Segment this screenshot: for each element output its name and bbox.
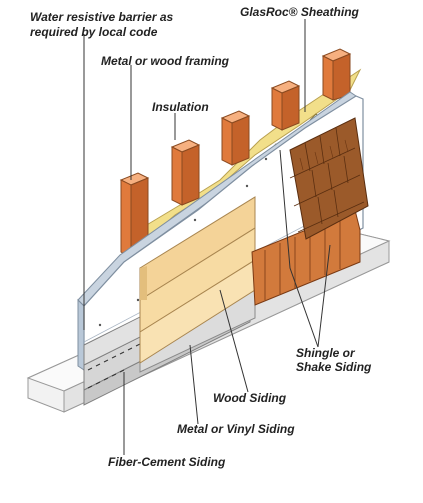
stud-3	[220, 110, 251, 166]
wood-siding	[139, 196, 256, 364]
shingle-label-line1: Shingle or	[296, 346, 356, 360]
leader-lines	[83, 19, 331, 455]
framing-label: Metal or wood framing	[101, 54, 230, 68]
wood-siding-label: Wood Siding	[213, 391, 287, 405]
insulation-label: Insulation	[152, 100, 209, 114]
vinyl-siding-label: Metal or Vinyl Siding	[177, 422, 295, 436]
water-barrier-label-line2: required by local code	[30, 25, 158, 39]
shake-siding	[251, 117, 369, 306]
water-barrier-label-line1: Water resistive barrier as	[30, 10, 174, 24]
stud-4	[270, 80, 301, 131]
framing-studs	[119, 48, 362, 259]
fiber-cement-label: Fiber-Cement Siding	[108, 455, 226, 469]
shingle-label-line2: Shake Siding	[296, 360, 372, 374]
stud-5	[321, 48, 352, 101]
sheathing-label: GlasRoc® Sheathing	[240, 5, 360, 19]
stud-2	[170, 139, 201, 206]
